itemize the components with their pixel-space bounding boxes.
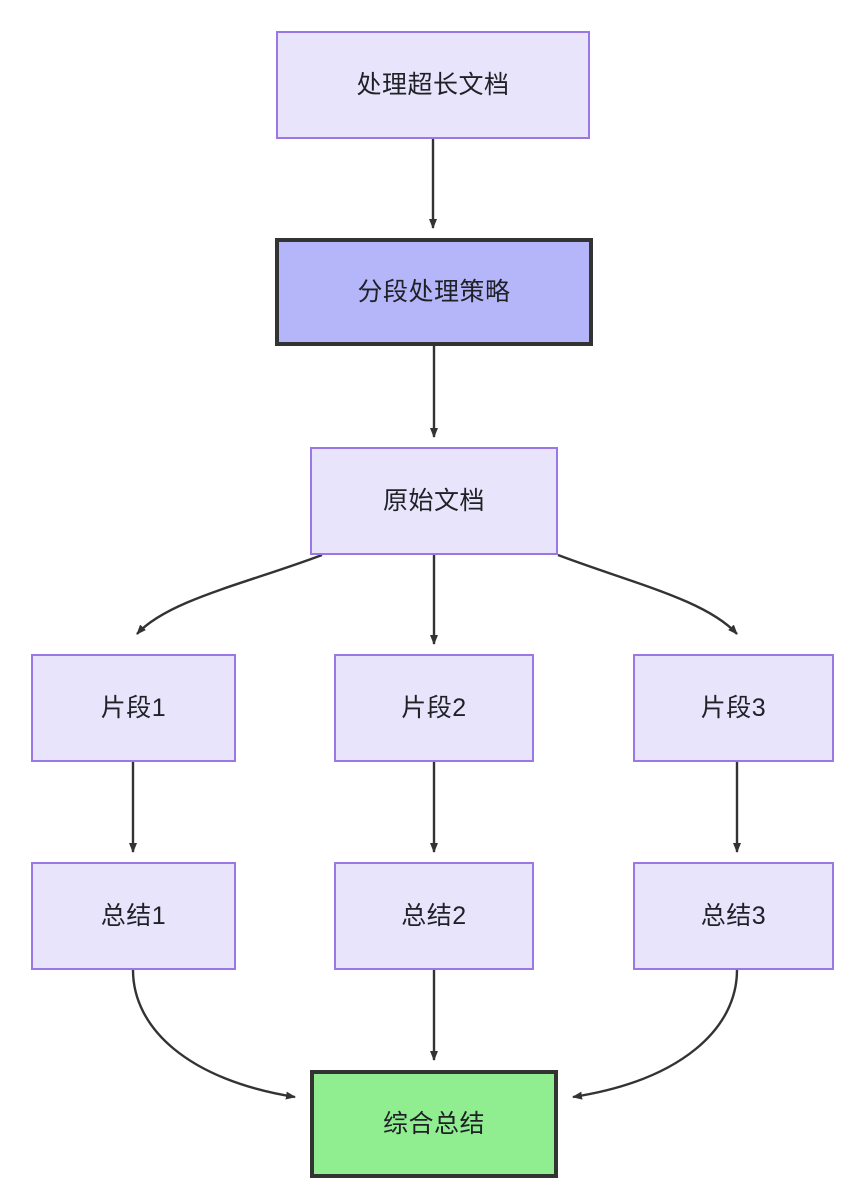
node-label: 总结1 [100, 902, 167, 930]
node-label: 片段2 [401, 694, 467, 722]
node-label: 综合总结 [382, 1110, 485, 1138]
node-label: 分段处理策略 [357, 278, 511, 306]
node-process-long-document[interactable]: 处理超长文档 [276, 31, 590, 139]
node-chunking-strategy[interactable]: 分段处理策略 [275, 238, 593, 346]
edge-n7-n10 [131, 969, 296, 1100]
node-label: 处理超长文档 [356, 71, 510, 99]
node-summary-2[interactable]: 总结2 [334, 862, 534, 970]
node-fragment-1[interactable]: 片段1 [31, 654, 236, 762]
node-label: 原始文档 [382, 487, 485, 515]
edge-n3-n6 [557, 553, 738, 635]
node-label: 片段1 [100, 694, 167, 722]
node-label: 总结2 [401, 902, 467, 930]
edge-n9-n10 [572, 969, 739, 1100]
node-original-document[interactable]: 原始文档 [310, 447, 558, 555]
edge-n3-n4 [136, 553, 323, 635]
node-summary-1[interactable]: 总结1 [31, 862, 236, 970]
node-fragment-2[interactable]: 片段2 [334, 654, 534, 762]
node-label: 片段3 [700, 694, 767, 722]
node-fragment-3[interactable]: 片段3 [633, 654, 834, 762]
node-comprehensive-summary[interactable]: 综合总结 [310, 1070, 558, 1178]
node-summary-3[interactable]: 总结3 [633, 862, 834, 970]
node-label: 总结3 [700, 902, 767, 930]
